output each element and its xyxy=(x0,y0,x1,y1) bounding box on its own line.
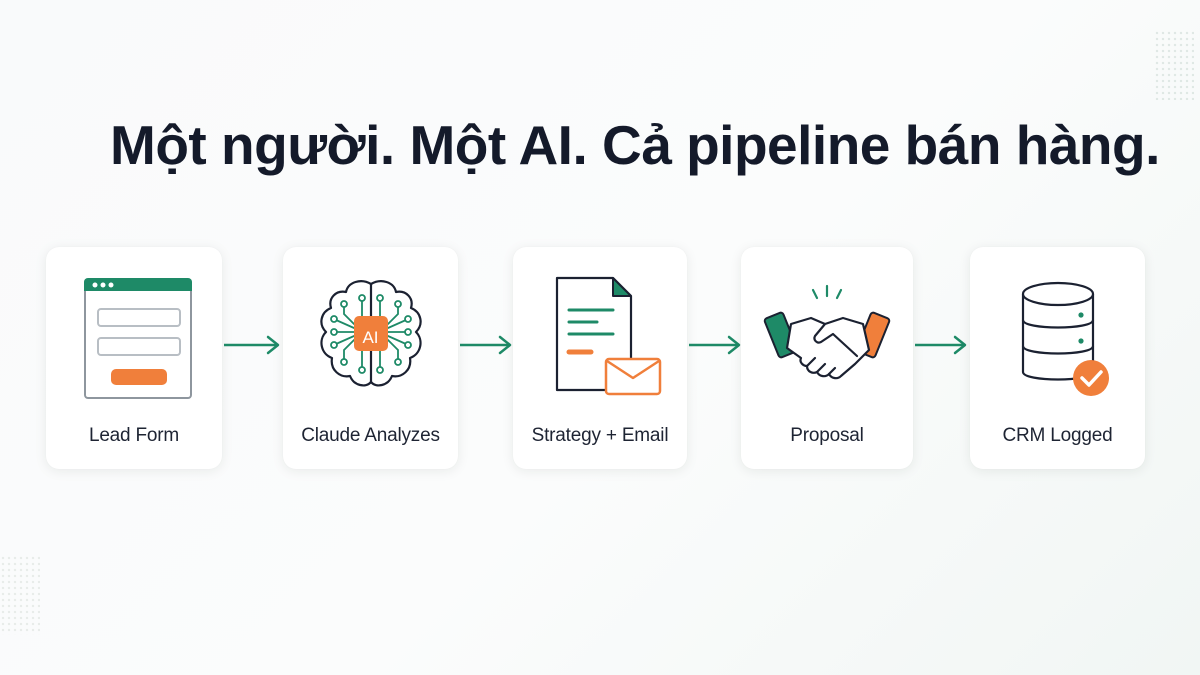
database-check-icon xyxy=(1021,281,1109,396)
handshake-icon xyxy=(763,284,891,380)
ai-brain-icon xyxy=(319,280,422,387)
dot-pattern-decoration xyxy=(0,555,40,635)
step-card-strategy-email: Strategy + Email xyxy=(513,247,687,469)
arrow-right-icon xyxy=(689,335,741,355)
step-label-claude-analyzes: Claude Analyzes xyxy=(301,425,440,446)
web-form-icon xyxy=(84,278,192,399)
step-label-lead-form: Lead Form xyxy=(88,425,180,446)
step-card-crm-logged: CRM Logged xyxy=(970,247,1145,469)
step-label-strategy-email: Strategy + Email xyxy=(531,425,669,446)
step-card-lead-form: Lead Form xyxy=(46,247,222,469)
arrow-right-icon xyxy=(460,335,512,355)
page-title: Một người. Một AI. Cả pipeline bán hàng. xyxy=(110,114,1160,176)
document-email-icon xyxy=(555,276,662,396)
step-card-claude-analyzes: AI Claude Analyzes xyxy=(283,247,458,469)
dot-pattern-decoration xyxy=(1154,30,1194,100)
step-card-proposal: Proposal xyxy=(741,247,913,469)
step-label-crm-logged: CRM Logged xyxy=(1002,425,1113,446)
step-label-proposal: Proposal xyxy=(790,425,864,446)
arrow-right-icon xyxy=(224,335,280,355)
arrow-right-icon xyxy=(915,335,967,355)
ai-badge: AI xyxy=(362,328,379,347)
